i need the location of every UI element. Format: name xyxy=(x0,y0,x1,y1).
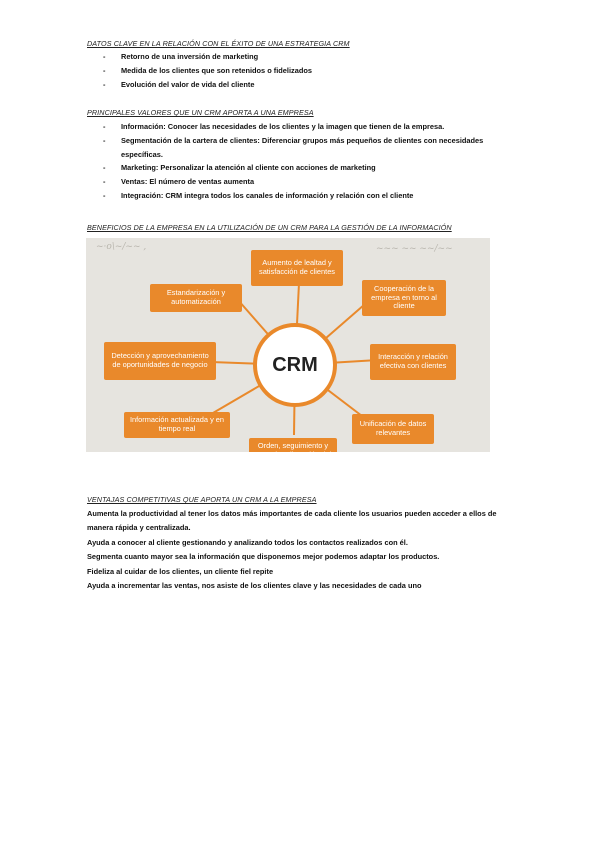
paragraph: Fideliza al cuidar de los clientes, un c… xyxy=(87,567,274,576)
crm-center-circle: CRM xyxy=(253,323,337,407)
paragraph: Ayuda a conocer al cliente gestionando y… xyxy=(87,538,408,547)
node-top: Aumento de lealtad y satisfacción de cli… xyxy=(251,250,343,286)
node-top-left: Estandarización y automatización xyxy=(150,284,242,312)
bullet-dash: - xyxy=(103,52,106,61)
bullet-dash: - xyxy=(103,177,106,186)
list-item: -Integración: CRM integra todos los cana… xyxy=(87,189,501,203)
background-handwriting: ~~~ ~~ ~~/~~ xyxy=(376,244,453,254)
paragraph: Segmenta cuanto mayor sea la información… xyxy=(87,552,440,561)
section-heading-datos-clave: DATOS CLAVE EN LA RELACIÓN CON EL ÉXITO … xyxy=(87,39,350,48)
list-item: -Retorno de una inversión de marketing xyxy=(87,50,312,64)
background-handwriting: ~·o\~/~~ , xyxy=(96,242,147,252)
principales-valores-list: -Información: Conocer las necesidades de… xyxy=(87,120,501,203)
datos-clave-list: -Retorno de una inversión de marketing -… xyxy=(87,50,312,92)
section-heading-beneficios: BENEFICIOS DE LA EMPRESA EN LA UTILIZACI… xyxy=(87,223,452,232)
list-item: -Medida de los clientes que son retenido… xyxy=(87,64,312,78)
node-bottom-right: Unificación de datos relevantes xyxy=(352,414,434,444)
node-left: Detección y aprovechamiento de oportunid… xyxy=(104,342,216,380)
node-bottom: Orden, seguimiento y control = Alineació… xyxy=(249,438,337,452)
bullet-dash: - xyxy=(103,136,106,145)
section-heading-ventajas: VENTAJAS COMPETITIVAS QUE APORTA UN CRM … xyxy=(87,495,317,504)
node-bottom-left: Información actualizada y en tiempo real xyxy=(124,412,230,438)
bullet-dash: - xyxy=(103,163,106,172)
crm-benefits-diagram: ~·o\~/~~ , ~~~ ~~ ~~/~~ Aumento de lealt… xyxy=(86,238,490,452)
bullet-dash: - xyxy=(103,191,106,200)
list-item: -Ventas: El número de ventas aumenta xyxy=(87,175,501,189)
section-heading-principales-valores: PRINCIPALES VALORES QUE UN CRM APORTA A … xyxy=(87,108,314,117)
list-item: -Información: Conocer las necesidades de… xyxy=(87,120,501,134)
list-item: -Marketing: Personalizar la atención al … xyxy=(87,161,501,175)
node-top-right: Cooperación de la empresa en torno al cl… xyxy=(362,280,446,316)
paragraph: Ayuda a incrementar las ventas, nos asis… xyxy=(87,581,422,590)
bullet-dash: - xyxy=(103,80,106,89)
list-item: -Evolución del valor de vida del cliente xyxy=(87,78,312,92)
bullet-dash: - xyxy=(103,66,106,75)
bullet-dash: - xyxy=(103,122,106,131)
list-item: -Segmentación de la cartera de clientes:… xyxy=(103,136,484,159)
paragraph: Aumenta la productividad al tener los da… xyxy=(87,509,497,533)
node-right: Interacción y relación efectiva con clie… xyxy=(370,344,456,380)
